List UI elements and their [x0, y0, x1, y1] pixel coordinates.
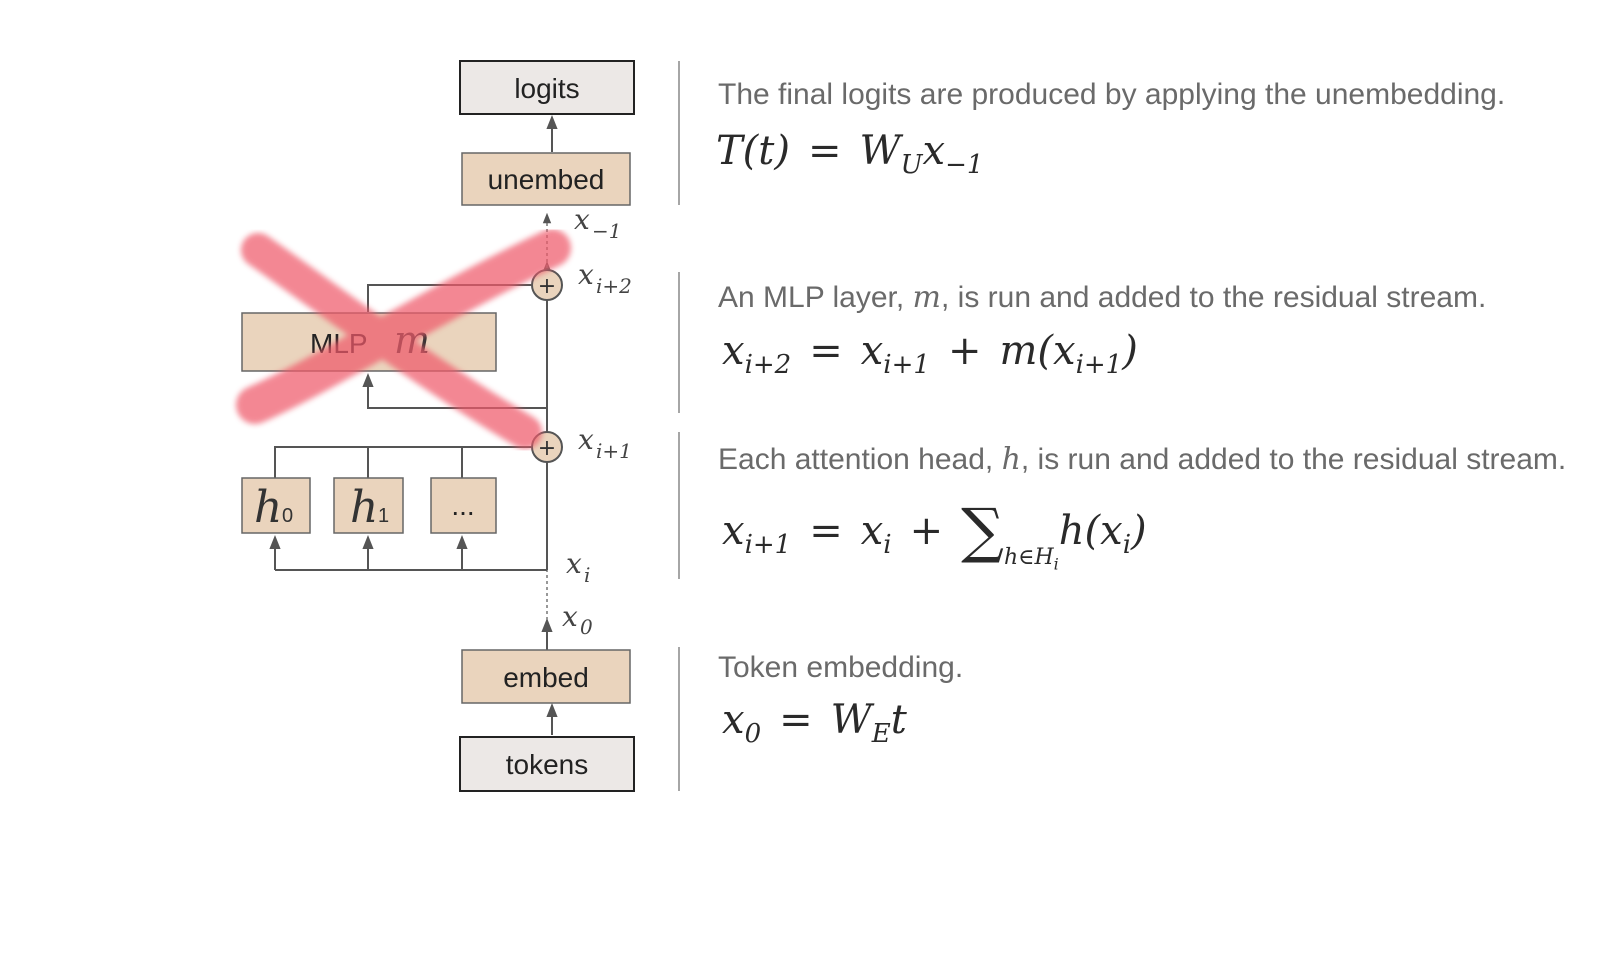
attention-eq-plus: +	[909, 507, 944, 554]
attention-desc-var: h	[1001, 442, 1021, 477]
mlp-eq-fn-sub: i+1	[1075, 350, 1123, 381]
label-x-0: x 0	[562, 600, 593, 639]
head-0-box: h 0	[241, 477, 311, 534]
embed-equation: x0 = WEt	[722, 697, 907, 749]
attention-eq-sum-sub-i: i	[1053, 554, 1059, 574]
attention-desc-post: , is run and added to the residual strea…	[1020, 443, 1567, 476]
attention-eq-a-sub: i	[883, 529, 892, 560]
label-x-i-plus-2: x i+2	[578, 258, 632, 298]
head-1-sub: 1	[378, 505, 389, 527]
label-x-minus-1-var: x	[574, 203, 590, 236]
label-x-i-var: x	[566, 547, 582, 580]
logits-box: logits	[459, 60, 635, 115]
unembed-eq-equals: =	[807, 128, 842, 174]
mlp-eq-fn-close: )	[1122, 328, 1138, 374]
embed-eq-w-sub: E	[871, 719, 891, 750]
mlp-eq-equals: =	[809, 328, 843, 374]
tokens-label: tokens	[506, 749, 589, 780]
head-ellipsis-box: ...	[430, 477, 497, 534]
head-0-sub: 0	[282, 505, 293, 527]
embed-eq-w: W	[830, 697, 872, 743]
mlp-desc-post: , is run and added to the residual strea…	[941, 281, 1487, 314]
attention-description: Each attention head, h, is run and added…	[718, 442, 1566, 477]
label-x-i-plus-1: x i+1	[578, 423, 632, 463]
plus-glyph-upper: +	[538, 274, 556, 299]
attention-eq-equals: =	[809, 507, 843, 554]
mlp-desc-pre: An MLP layer,	[718, 281, 913, 314]
unembed-eq-x: x	[922, 128, 946, 174]
unembed-description: The final logits are produced by applyin…	[718, 78, 1506, 111]
plus-node-upper: +	[531, 269, 563, 301]
plus-glyph-lower: +	[538, 436, 556, 461]
head-1-var: h	[350, 482, 378, 533]
mlp-eq-plus: +	[947, 328, 982, 374]
mlp-eq-fn: m(x	[999, 328, 1076, 374]
embed-eq-t: t	[890, 697, 907, 743]
logits-label: logits	[514, 73, 579, 104]
attention-desc-pre: Each attention head,	[718, 443, 1002, 476]
label-x-minus-1: x −1	[574, 203, 621, 243]
mlp-strike-cross	[236, 229, 571, 449]
attention-eq-fn: h(x	[1058, 507, 1123, 554]
mlp-eq-lhs: x	[722, 328, 745, 374]
mlp-description: An MLP layer, m, is run and added to the…	[718, 280, 1486, 315]
embed-eq-lhs-sub: 0	[744, 719, 762, 750]
tokens-box: tokens	[459, 736, 635, 792]
unembed-eq-w-sub: U	[900, 150, 923, 181]
attention-eq-a: x	[860, 507, 884, 554]
embed-eq-lhs: x	[722, 697, 745, 743]
label-x-i-plus-2-var: x	[578, 258, 594, 291]
unembed-label: unembed	[488, 164, 605, 195]
label-x-minus-1-sub: −1	[592, 219, 621, 243]
unembed-equation: T(t) = WUx−1	[716, 128, 983, 180]
embed-eq-equals: =	[779, 697, 813, 743]
heads-output-line	[274, 446, 532, 478]
attention-eq-sum: ∑	[961, 496, 1004, 566]
head-0-var: h	[254, 482, 282, 533]
mlp-equation: xi+2=xi+1+m(xi+1)	[722, 328, 1138, 380]
attention-eq-sum-sub-main: h∈H	[1003, 544, 1054, 570]
attention-eq-lhs-sub: i+1	[744, 529, 792, 560]
label-x-i-sub: i	[584, 563, 590, 587]
label-x-i: x i	[566, 547, 590, 587]
unembed-eq-x-sub: −1	[945, 150, 984, 181]
label-x-0-sub: 0	[580, 615, 593, 639]
mlp-eq-lhs-sub: i+2	[744, 350, 792, 381]
embed-label: embed	[503, 662, 589, 693]
attention-equation: xi+1=xi+∑h∈Hih(xi)	[722, 496, 1147, 573]
attention-eq-fn-close: )	[1131, 507, 1147, 554]
mlp-desc-var: m	[912, 280, 941, 315]
label-x-0-var: x	[562, 600, 578, 633]
unembed-box: unembed	[461, 152, 631, 206]
mlp-eq-a: x	[860, 328, 884, 374]
mlp-eq-a-sub: i+1	[883, 350, 930, 381]
unembed-eq-lhs: T(t)	[716, 128, 790, 174]
embed-description: Token embedding.	[718, 651, 964, 684]
head-1-box: h 1	[333, 477, 404, 534]
attention-eq-lhs: x	[722, 507, 745, 554]
attention-eq-fn-sub: i	[1122, 529, 1132, 560]
label-x-i-plus-2-sub: i+2	[596, 274, 632, 298]
unembed-eq-w: W	[859, 128, 901, 174]
label-x-i-plus-1-var: x	[578, 423, 594, 456]
label-x-i-plus-1-sub: i+1	[596, 439, 632, 463]
embed-box: embed	[461, 649, 631, 704]
attention-eq-sum-sub: h∈Hi	[1003, 544, 1059, 574]
head-ellipsis-label: ...	[451, 490, 474, 521]
